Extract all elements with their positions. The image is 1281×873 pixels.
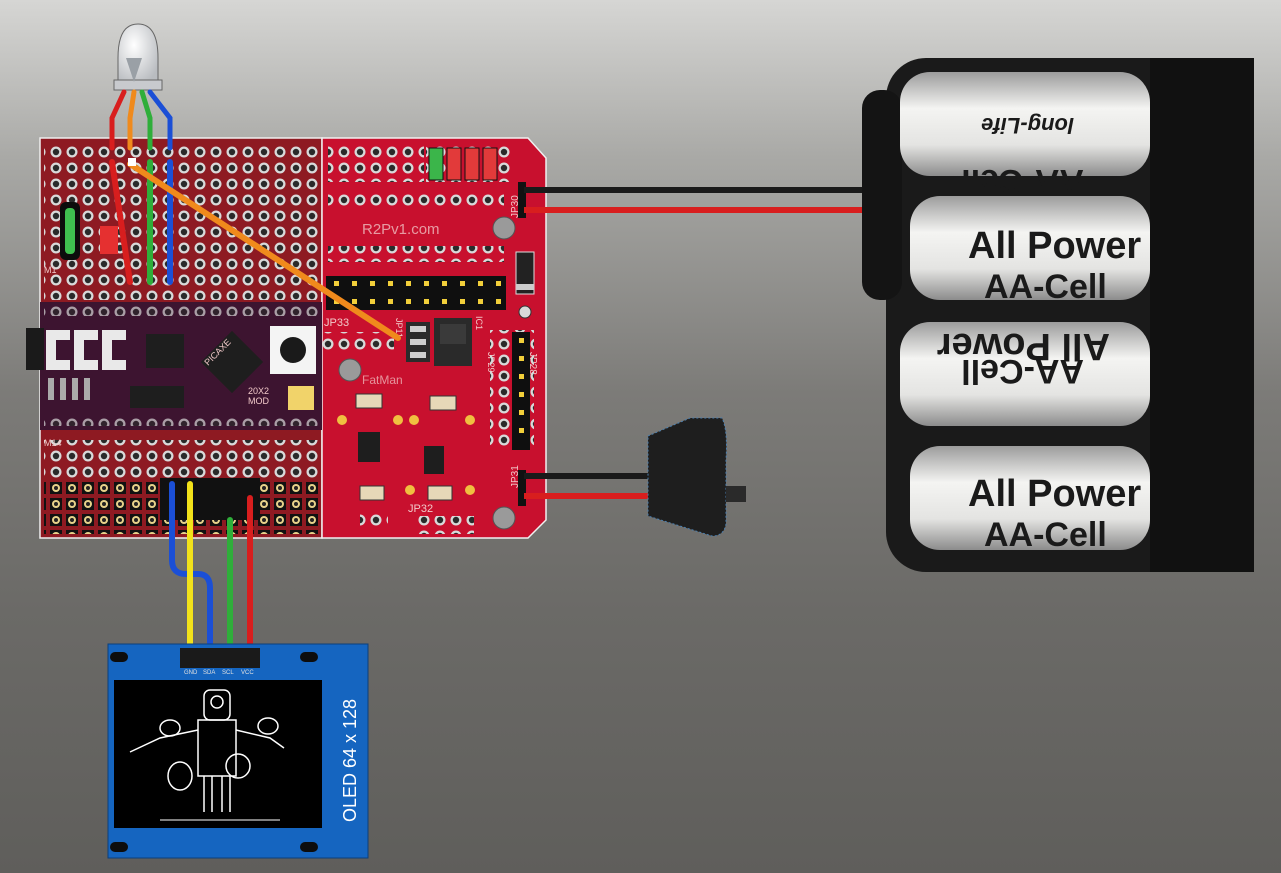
picaxe-module: PICAXE 20X2 MOD bbox=[26, 302, 322, 430]
jumper-red-1 bbox=[446, 147, 462, 181]
program-socket bbox=[46, 330, 126, 370]
oled-wires bbox=[169, 481, 253, 655]
sensor-chip bbox=[358, 432, 380, 462]
cell-4-brand: All Power bbox=[968, 473, 1141, 515]
robot-image bbox=[129, 689, 285, 821]
shield-board: R2Pv1.com JP30 JP31 JP32 JP33 JP28 JP29 … bbox=[321, 137, 547, 539]
oled-pin-2: SDA bbox=[203, 670, 215, 676]
brand-label: FatMan bbox=[362, 373, 403, 387]
diode bbox=[515, 251, 535, 295]
cell-3-type: AA-Cell bbox=[961, 352, 1084, 390]
oled-pin-1: GND bbox=[184, 670, 198, 676]
site-label: R2Pv1.com bbox=[362, 221, 440, 238]
battery-cell-4: All Power AA-Cell bbox=[910, 446, 1150, 554]
jumper-red-3 bbox=[482, 147, 498, 181]
label-jp11: JP11 bbox=[394, 318, 404, 338]
oled-pin-4: VCC bbox=[241, 670, 254, 676]
oled-screen bbox=[114, 680, 322, 828]
cell-1-brand: long-Life bbox=[981, 113, 1074, 138]
battery-cell-1: long-Life AA-Cell bbox=[900, 72, 1150, 200]
oled-display: GND SDA SCL VCC OLED 64 x 128 bbox=[107, 643, 369, 859]
jumper-green bbox=[428, 147, 444, 181]
cell-3-brand: All Power bbox=[937, 325, 1110, 367]
label-jp33: JP33 bbox=[324, 317, 349, 329]
smd-resistor-2 bbox=[429, 395, 457, 411]
cell-4-type: AA-Cell bbox=[984, 516, 1107, 554]
label-jp32: JP32 bbox=[408, 503, 433, 515]
battery-holder bbox=[862, 58, 1254, 572]
label-jp30: JP30 bbox=[510, 195, 521, 218]
type-label: MOD bbox=[248, 396, 269, 406]
battery-cell-2: All Power AA-Cell bbox=[910, 196, 1150, 306]
jumper-red-2 bbox=[464, 147, 480, 181]
model-label: 20X2 bbox=[248, 386, 269, 396]
crystal bbox=[146, 334, 184, 368]
cell-2-type: AA-Cell bbox=[984, 268, 1107, 306]
label-jp31: JP31 bbox=[510, 465, 521, 488]
oled-pin-3: SCL bbox=[222, 670, 234, 676]
led-wires bbox=[109, 89, 401, 341]
transistor bbox=[424, 446, 444, 474]
audio-jack bbox=[26, 328, 44, 370]
smd-resistor-1 bbox=[355, 393, 383, 409]
oled-label: OLED 64 x 128 bbox=[340, 699, 360, 822]
battery-wires bbox=[518, 182, 888, 218]
perf-label-top: M1 bbox=[44, 265, 57, 275]
label-ic1: IC1 bbox=[474, 316, 484, 330]
perf-label-bottom: M14 bbox=[44, 438, 62, 448]
cell-2-brand: All Power bbox=[968, 225, 1141, 267]
mount-hole-2 bbox=[492, 506, 516, 530]
resistor bbox=[100, 226, 118, 254]
power-switch bbox=[518, 417, 746, 537]
mount-hole bbox=[492, 216, 516, 240]
cell-1-type: AA-Cell bbox=[961, 162, 1084, 200]
picaxe-chip bbox=[200, 330, 264, 394]
battery-cell-3: All Power AA-Cell bbox=[900, 322, 1150, 426]
rgb-led bbox=[113, 23, 163, 91]
